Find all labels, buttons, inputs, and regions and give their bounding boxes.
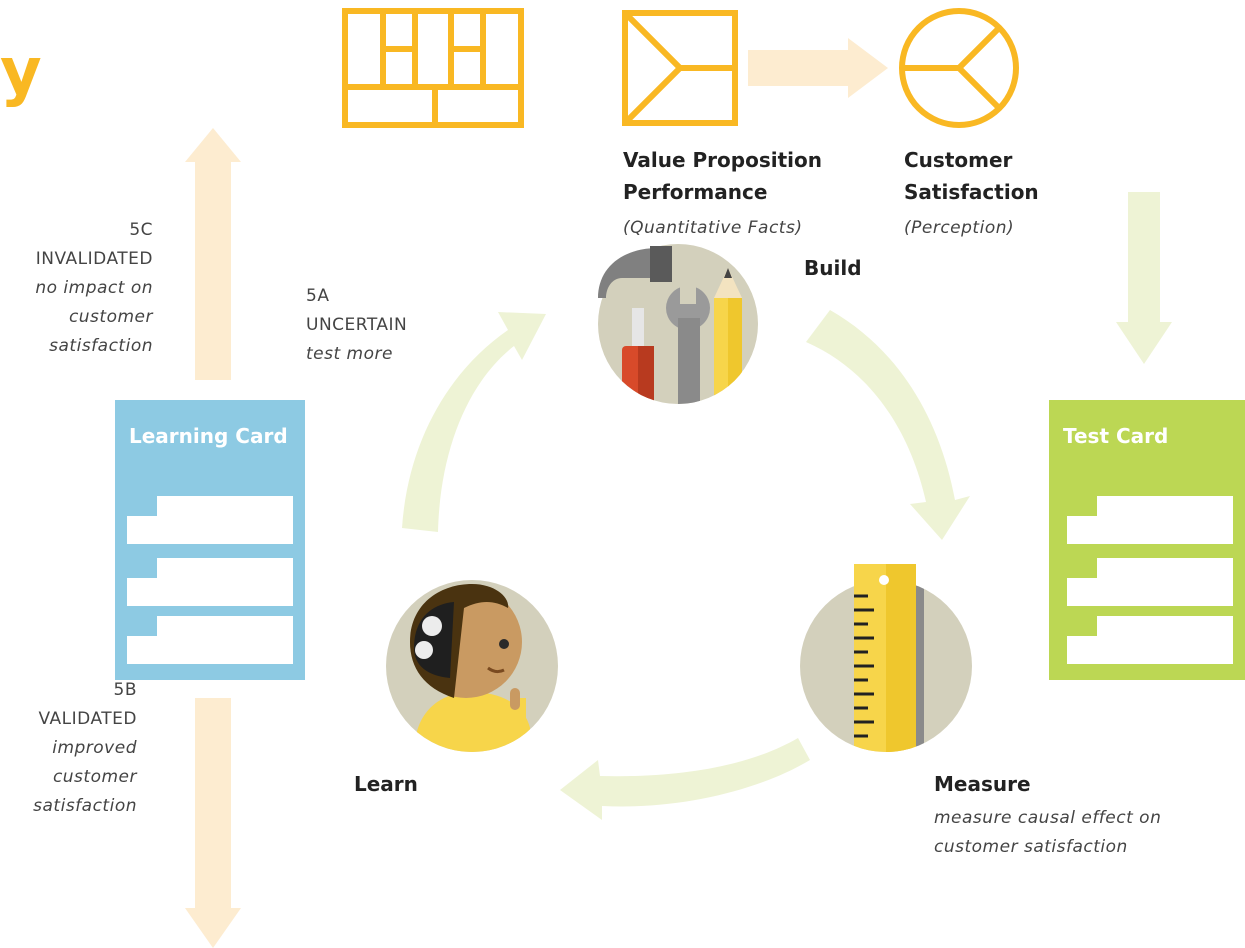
- value-prop-title: Value Proposition Performance: [623, 144, 822, 208]
- measure-note-line1: measure causal effect on: [934, 808, 1162, 828]
- outcome-5c: 5C INVALIDATED no impact on customer sat…: [0, 216, 153, 361]
- customer-profile-icon: [899, 8, 1019, 128]
- value-map-icon: [622, 10, 738, 126]
- fit-arrow-icon: [748, 38, 888, 98]
- measure-illustration: [800, 564, 972, 752]
- canvas-grid-icon: [342, 8, 524, 128]
- outcome-5b-line2: customer: [52, 767, 137, 787]
- outcome-5b-code: 5B: [113, 680, 137, 700]
- outcome-5b-line1: improved: [52, 738, 137, 758]
- learning-card: Learning Card: [115, 400, 305, 680]
- test-card: Test Card: [1049, 400, 1245, 680]
- outcome-5c-line2: customer: [68, 307, 153, 327]
- learn-label: Learn: [354, 772, 418, 796]
- cycle-arrow-build-to-measure: [806, 310, 970, 540]
- value-prop-subtitle: (Quantitative Facts): [623, 218, 803, 238]
- outcome-5a-code: 5A: [306, 286, 330, 306]
- up-arrow-left: [185, 128, 241, 380]
- customer-title-line1: Customer: [904, 148, 1013, 172]
- measure-label: Measure: [934, 772, 1031, 796]
- down-arrow-left: [185, 698, 241, 948]
- test-card-title: Test Card: [1063, 424, 1169, 448]
- logo-fragment: y: [0, 35, 42, 109]
- outcome-5c-line1: no impact on: [35, 278, 153, 298]
- cycle-arrow-learn-to-build: [402, 312, 546, 532]
- customer-title-line2: Satisfaction: [904, 180, 1039, 204]
- customer-subtitle: (Perception): [904, 218, 1015, 238]
- value-prop-title-line2: Performance: [623, 180, 768, 204]
- value-prop-title-line1: Value Proposition: [623, 148, 822, 172]
- outcome-5b: 5B VALIDATED improved customer satisfact…: [0, 676, 137, 821]
- customer-title: Customer Satisfaction: [904, 144, 1039, 208]
- outcome-5b-line3: satisfaction: [33, 796, 137, 816]
- outcome-5c-line3: satisfaction: [49, 336, 153, 356]
- measure-note: measure causal effect on customer satisf…: [934, 804, 1161, 862]
- test-card-fields: [1067, 496, 1233, 664]
- outcome-5b-status: VALIDATED: [38, 709, 137, 729]
- build-illustration: [598, 244, 758, 404]
- down-arrow-right: [1116, 192, 1172, 364]
- learning-card-title: Learning Card: [129, 424, 288, 448]
- outcome-5a-status: UNCERTAIN: [306, 315, 408, 335]
- outcome-5a: 5A UNCERTAIN test more: [306, 282, 476, 369]
- outcome-5a-line1: test more: [306, 344, 393, 364]
- cycle-arrows: [402, 310, 970, 820]
- outcome-5c-status: INVALIDATED: [35, 249, 153, 269]
- build-label: Build: [804, 256, 862, 280]
- learn-illustration: [386, 580, 558, 752]
- cycle-arrow-measure-to-learn: [560, 738, 810, 820]
- measure-note-line2: customer satisfaction: [934, 837, 1128, 857]
- learning-card-fields: [127, 496, 293, 664]
- outcome-5c-code: 5C: [129, 220, 153, 240]
